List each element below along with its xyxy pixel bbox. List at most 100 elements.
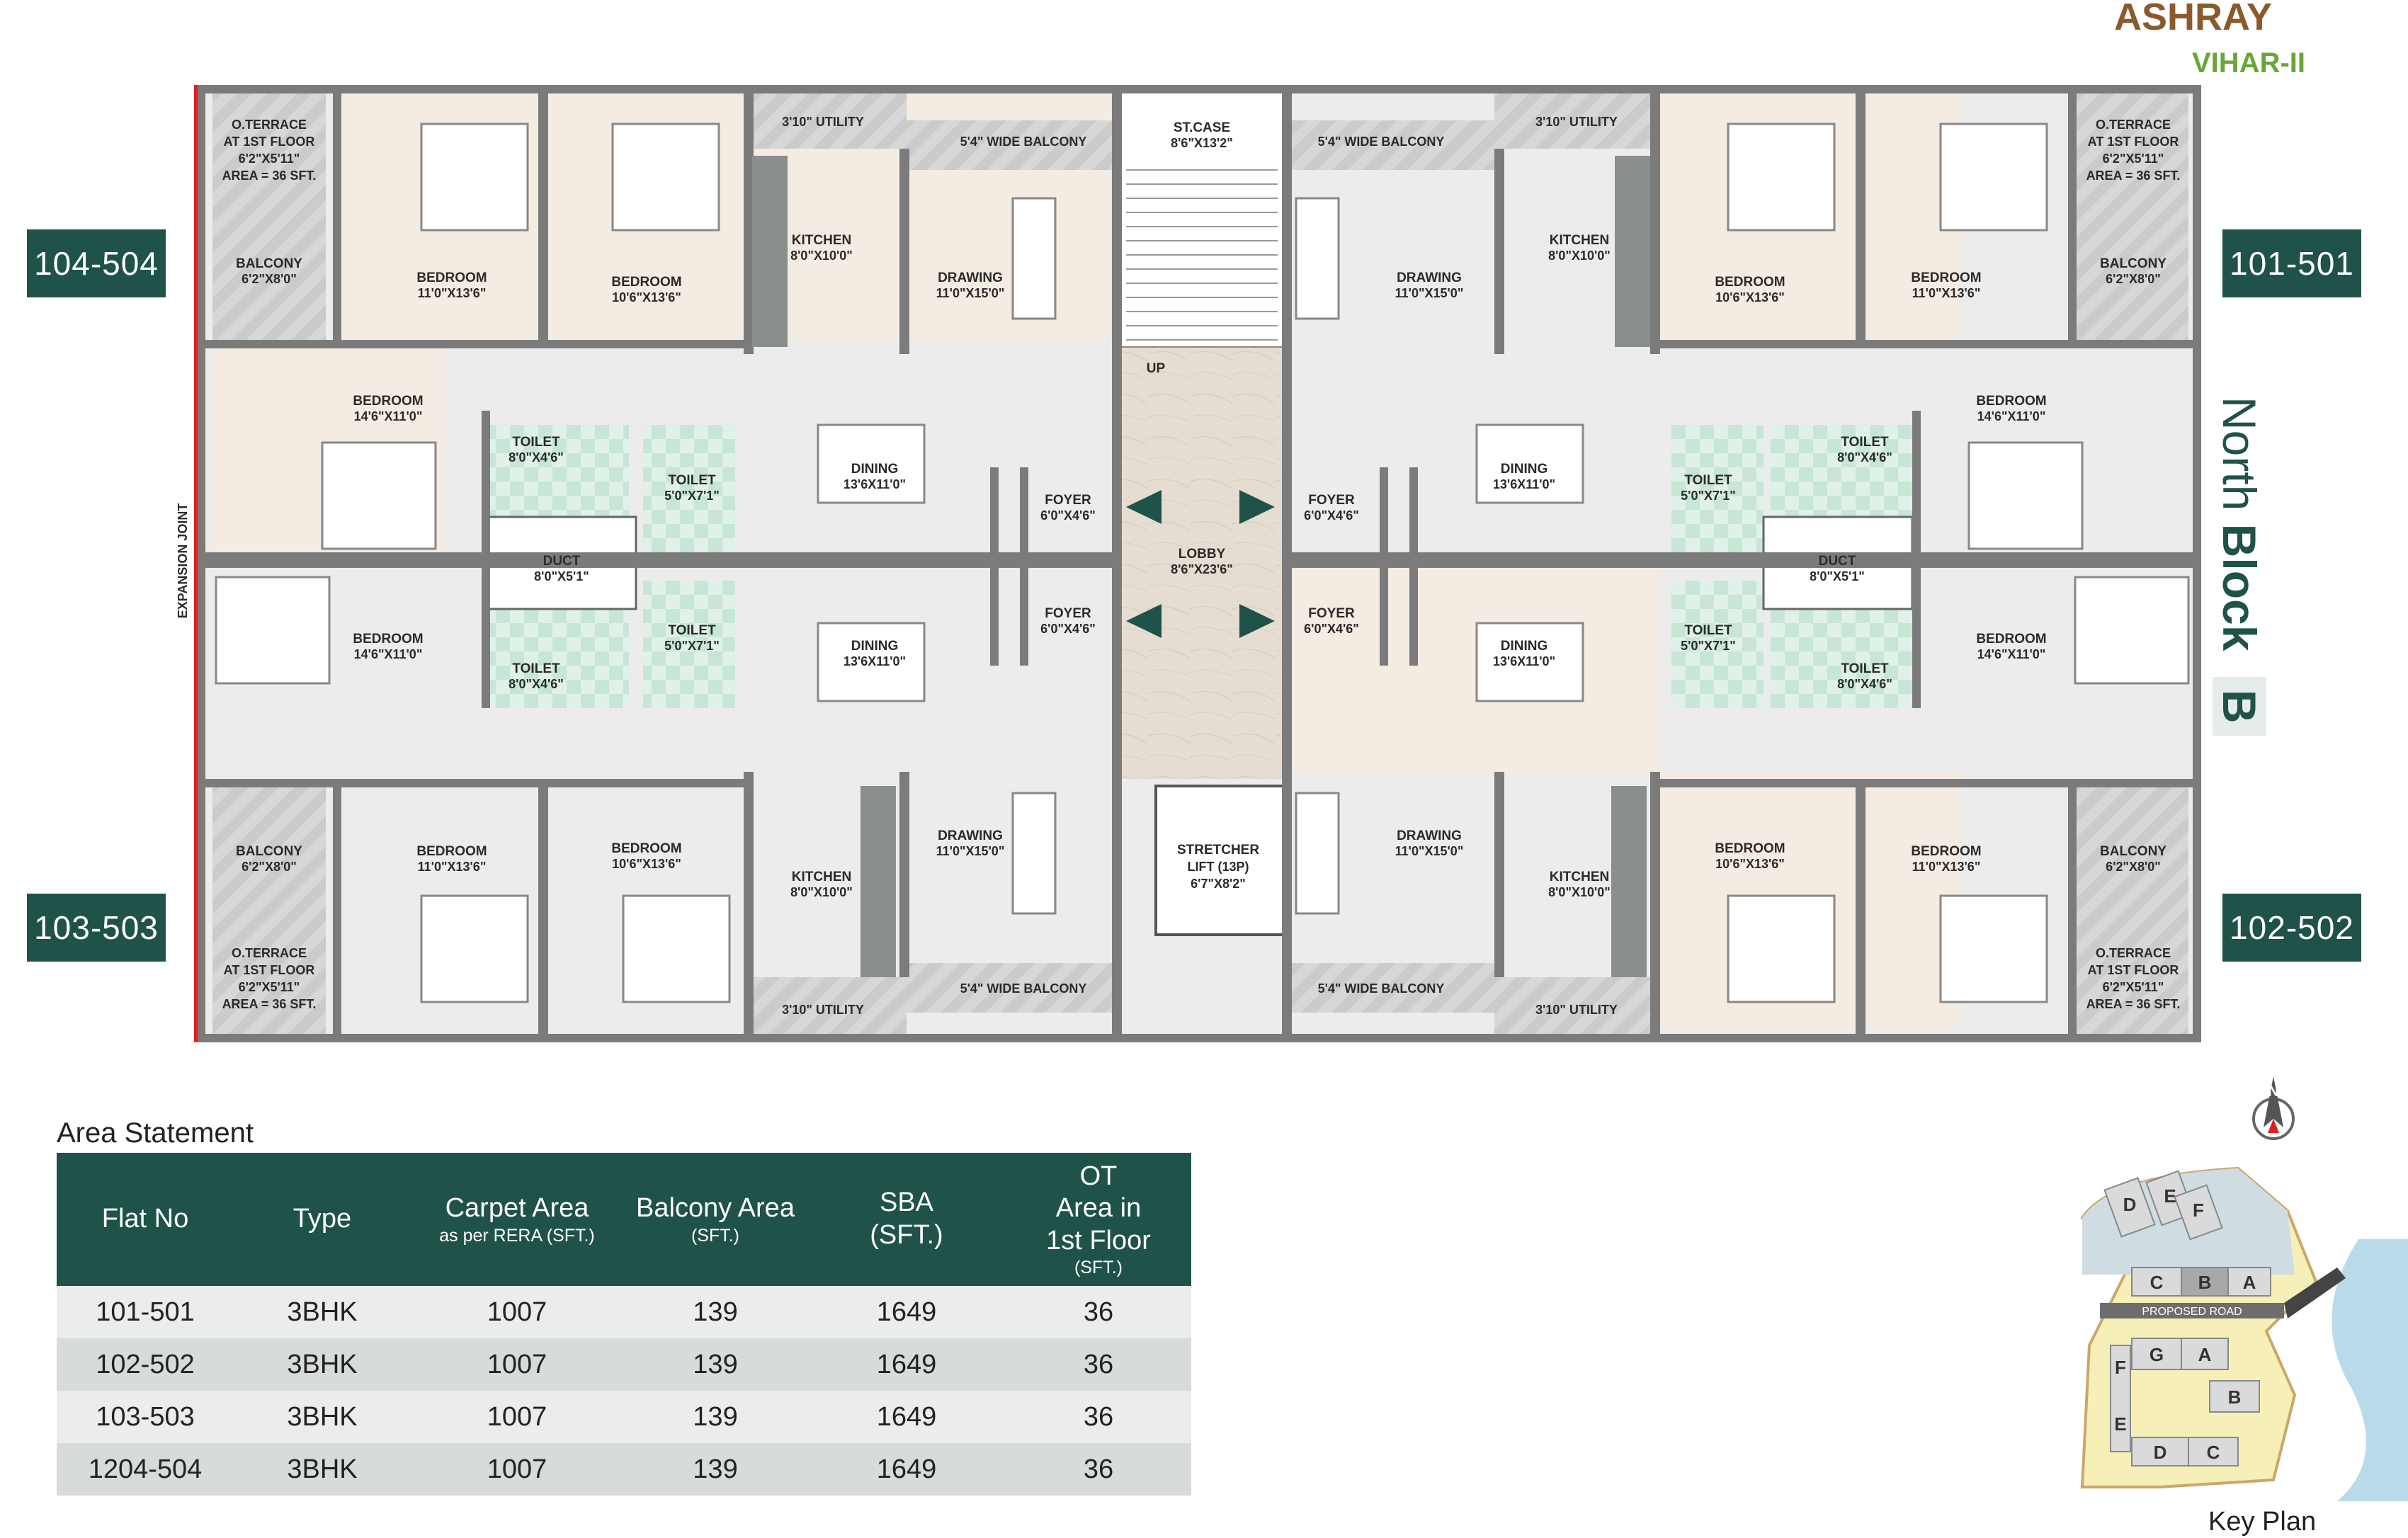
arrow-left-icon xyxy=(1126,490,1162,524)
drawing-dim: 11'0"X15'0" xyxy=(1395,286,1464,300)
sofa-icon xyxy=(1295,197,1340,320)
toilet-label: TOILET xyxy=(1684,473,1732,488)
drawing-dim: 11'0"X15'0" xyxy=(936,286,1005,300)
col-type: Type xyxy=(234,1153,411,1286)
sofa-icon xyxy=(1011,792,1057,915)
cell-flat: 103-503 xyxy=(96,1401,195,1432)
utility-label: 3'10" UTILITY xyxy=(782,1003,864,1017)
bedroom-label: BEDROOM xyxy=(1976,394,2046,409)
furniture xyxy=(215,123,2190,1003)
dining-dim: 13'6X11'0" xyxy=(844,477,906,491)
wide-balcony-label: 5'4" WIDE BALCONY xyxy=(960,981,1087,996)
balcony-dim: 6'2"X8'0" xyxy=(2106,272,2161,286)
bed-icon xyxy=(1939,123,2048,232)
bedroom-dim: 10'6"X13'6" xyxy=(612,857,681,871)
toilet-label: TOILET xyxy=(1841,435,1889,450)
toilet-label: TOILET xyxy=(512,661,560,676)
toilet-label: TOILET xyxy=(668,623,716,638)
key-block-label: D xyxy=(2123,1194,2137,1215)
wide-balcony-label: 5'4" WIDE BALCONY xyxy=(1318,981,1445,996)
cell-sba: 1649 xyxy=(876,1349,937,1379)
oterrace-label: 6'2"X5'11" xyxy=(2103,152,2164,166)
toilet-label: TOILET xyxy=(1684,623,1732,638)
oterrace-label: 6'2"X5'11" xyxy=(2103,980,2164,994)
cell-balcony: 139 xyxy=(693,1297,738,1327)
toilet-dim: 8'0"X4'6" xyxy=(1837,450,1892,465)
utility-tr xyxy=(1494,92,1650,149)
col-sba: SBA(SFT.) xyxy=(807,1153,1006,1286)
dining-label: DINING xyxy=(851,462,899,477)
sofa-icon xyxy=(1011,197,1057,320)
toilet-label: TOILET xyxy=(668,473,716,488)
oterrace-label: AREA = 36 SFT. xyxy=(222,169,317,183)
key-block-label: B xyxy=(2228,1386,2242,1408)
oterrace-label: AT 1ST FLOOR xyxy=(2088,963,2179,977)
arrow-right-icon xyxy=(1239,604,1275,638)
bedroom-label: BEDROOM xyxy=(611,275,681,290)
staircase xyxy=(1120,91,1284,348)
lift-dim: 6'7"X8'2" xyxy=(1191,877,1246,891)
bedroom-dim: 11'0"X13'6" xyxy=(418,286,487,300)
utility-bl xyxy=(751,977,907,1034)
bedroom-label: BEDROOM xyxy=(416,844,487,859)
utility-label: 3'10" UTILITY xyxy=(1535,1003,1618,1017)
kitchen-label: KITCHEN xyxy=(792,870,851,884)
arrow-left-icon xyxy=(1126,604,1162,638)
wide-balcony-bl xyxy=(907,963,1119,1013)
cell-sba: 1649 xyxy=(876,1454,937,1484)
bedroom-dim: 14'6"X11'0" xyxy=(1977,647,2046,661)
foyer-label: FOYER xyxy=(1308,606,1355,621)
toilet-dim: 8'0"X4'6" xyxy=(1837,677,1892,691)
water-body xyxy=(2332,1239,2408,1501)
bedroom-label: BEDROOM xyxy=(1715,841,1785,856)
brand-logo: ASHRAY VIHAR-II xyxy=(2075,0,2373,85)
col-balcony-label: Balcony Area xyxy=(636,1193,795,1224)
cell-carpet: 1007 xyxy=(487,1401,547,1432)
bed-icon xyxy=(1967,441,2084,550)
oterrace-label: AT 1ST FLOOR xyxy=(224,135,315,149)
cell-carpet: 1007 xyxy=(487,1454,547,1484)
oterrace-label: AT 1ST FLOOR xyxy=(2088,135,2179,149)
foyer-dim: 6'0"X4'6" xyxy=(1040,508,1096,523)
kitchen-dim: 8'0"X10'0" xyxy=(790,249,853,263)
balcony-bl xyxy=(212,786,326,1034)
dining-tables xyxy=(817,197,1584,915)
room-labels: O.TERRACE AT 1ST FLOOR 6'2"X5'11" AREA =… xyxy=(222,115,2181,1017)
toilet-label: TOILET xyxy=(1841,661,1889,676)
lobby-dim: 8'6"X23'6" xyxy=(1171,562,1233,576)
sofa-icon xyxy=(1295,792,1340,915)
bed-icon xyxy=(1939,894,2048,1003)
cell-sba: 1649 xyxy=(876,1401,937,1432)
duct-dim: 8'0"X5'1" xyxy=(534,569,589,583)
balcony-dim: 6'2"X8'0" xyxy=(242,272,297,286)
dining-label: DINING xyxy=(1501,462,1548,477)
bedroom-dim: 14'6"X11'0" xyxy=(1977,409,2046,423)
dining-table-icon xyxy=(1475,622,1584,702)
drawing-label: DRAWING xyxy=(938,270,1003,285)
oterrace-label: O.TERRACE xyxy=(2096,118,2171,132)
drawing-dim: 11'0"X15'0" xyxy=(936,844,1005,858)
key-block-label: B xyxy=(2198,1272,2212,1293)
col-flat-no-label: Flat No xyxy=(101,1204,189,1234)
balcony-dim: 6'2"X8'0" xyxy=(2106,860,2161,874)
balcony-dim: 6'2"X8'0" xyxy=(242,860,297,874)
dining-table-icon xyxy=(817,423,926,504)
toilet-dim: 8'0"X4'6" xyxy=(509,450,564,465)
key-block-label: E xyxy=(2164,1185,2176,1207)
oterrace-label: AREA = 36 SFT. xyxy=(2086,169,2181,183)
bedroom-dim: 14'6"X11'0" xyxy=(354,409,423,423)
unit-tag-top-left: 104-504 xyxy=(27,229,166,297)
wide-balcony-label: 5'4" WIDE BALCONY xyxy=(960,135,1087,149)
key-plan-caption: Key Plan xyxy=(2208,1507,2317,1537)
cell-flat: 102-502 xyxy=(96,1349,195,1379)
oterrace-label: O.TERRACE xyxy=(232,118,307,132)
road-entry xyxy=(2284,1268,2346,1318)
oterrace-label: 6'2"X5'11" xyxy=(239,980,300,994)
dining-table-icon xyxy=(1475,423,1584,504)
bedroom-label: BEDROOM xyxy=(353,394,423,409)
dining-table-icon xyxy=(817,622,926,702)
bed-icon xyxy=(2074,576,2190,685)
wide-balcony-label: 5'4" WIDE BALCONY xyxy=(1318,135,1445,149)
